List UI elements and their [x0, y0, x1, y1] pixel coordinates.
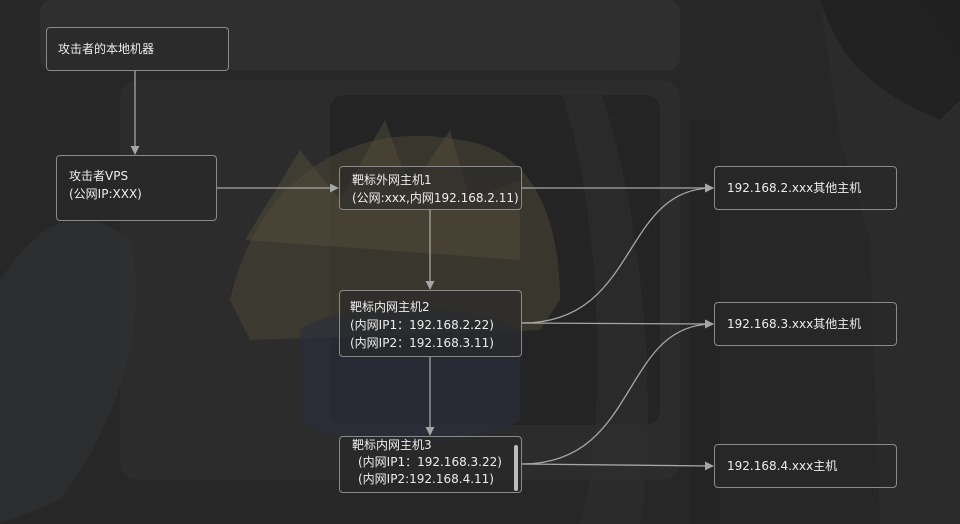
edge-host2-to-others3	[521, 319, 714, 329]
node-target-internal-host-2[interactable]: 靶标内网主机2 (内网IP1：192.168.2.22) (内网IP2：192.…	[339, 290, 522, 357]
node-label: 靶标外网主机1	[352, 173, 432, 187]
node-subnet-4-hosts[interactable]: 192.168.4.xxx主机	[714, 444, 897, 488]
node-detail-ip1: (内网IP1：192.168.2.22)	[350, 318, 494, 332]
node-label: 靶标内网主机2	[350, 300, 430, 314]
edge-host3-to-others3	[521, 319, 714, 465]
node-attacker-vps[interactable]: 攻击者VPS (公网IP:XXX)	[56, 155, 217, 221]
node-detail: (公网:xxx,内网192.168.2.11)	[352, 191, 519, 205]
node-label: 192.168.2.xxx其他主机	[727, 181, 862, 195]
node-detail-ip2: (内网IP2:192.168.4.11)	[358, 472, 494, 486]
node-subnet-3-other-hosts[interactable]: 192.168.3.xxx其他主机	[714, 302, 897, 346]
edge-host2-to-others2	[521, 183, 714, 324]
node-subnet-2-other-hosts[interactable]: 192.168.2.xxx其他主机	[714, 166, 897, 210]
node-label: 192.168.4.xxx主机	[727, 459, 838, 473]
node-detail-ip1: (内网IP1：192.168.3.22)	[358, 455, 502, 469]
node-detail: (公网IP:XXX)	[69, 187, 142, 201]
node-label: 靶标内网主机3	[352, 438, 432, 452]
edge-host3-to-others4	[521, 461, 714, 471]
node-target-external-host-1[interactable]: 靶标外网主机1 (公网:xxx,内网192.168.2.11)	[339, 166, 522, 210]
node-target-internal-host-3[interactable]: 靶标内网主机3 (内网IP1：192.168.3.22) (内网IP2:192.…	[339, 436, 522, 493]
node-scrollbar[interactable]	[514, 445, 518, 491]
node-label: 192.168.3.xxx其他主机	[727, 317, 862, 331]
node-label: 攻击者的本地机器	[58, 42, 155, 56]
node-detail-ip2: (内网IP2：192.168.3.11)	[350, 336, 494, 350]
node-label: 攻击者VPS	[69, 169, 129, 183]
node-attacker-local-machine[interactable]: 攻击者的本地机器	[46, 27, 229, 71]
